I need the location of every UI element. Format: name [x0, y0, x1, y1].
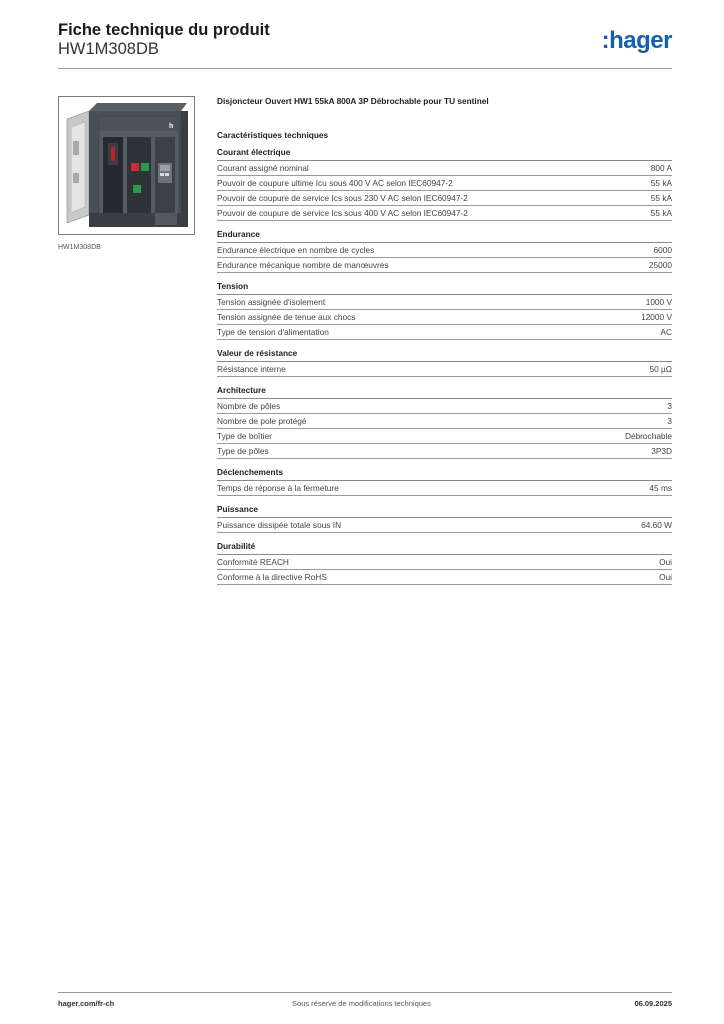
page-title: Fiche technique du produit — [58, 21, 270, 39]
spec-value: 25000 — [648, 260, 672, 270]
svg-text:h: h — [169, 123, 173, 130]
group-title: Valeur de résistance — [217, 340, 672, 362]
group-title: Courant électrique — [217, 148, 672, 161]
spec-label: Pouvoir de coupure de service Ics sous 4… — [217, 208, 468, 218]
spec-value: 3P3D — [651, 446, 672, 456]
spec-row: Pouvoir de coupure ultime Icu sous 400 V… — [217, 176, 672, 191]
spec-label: Pouvoir de coupure de service Ics sous 2… — [217, 193, 468, 203]
spec-row: Tension assignée d'isolement 1000 V — [217, 295, 672, 310]
spec-value: 3 — [667, 416, 672, 426]
spec-value: 45 ms — [649, 483, 672, 493]
spec-label: Type de tension d'alimentation — [217, 327, 329, 337]
footer-date: 06.09.2025 — [634, 999, 672, 1008]
footer-disclaimer: Sous réserve de modifications techniques — [292, 999, 431, 1008]
spec-label: Résistance interne — [217, 364, 286, 374]
spec-row: Nombre de pole protégé 3 — [217, 414, 672, 429]
spec-value: Oui — [659, 572, 672, 582]
hager-logo: :hager — [601, 27, 673, 54]
spec-label: Conforme à la directive RoHS — [217, 572, 327, 582]
spec-row: Nombre de pôles 3 — [217, 399, 672, 414]
spec-value: Débrochable — [624, 431, 672, 441]
group-title: Endurance — [217, 221, 672, 243]
group-title: Déclenchements — [217, 459, 672, 481]
spec-value: 55 kA — [650, 208, 672, 218]
spec-label: Puissance dissipée totale sous IN — [217, 520, 342, 530]
section-title: Caractéristiques techniques — [217, 130, 329, 140]
product-reference: HW1M308DB — [58, 40, 159, 58]
spec-row: Endurance mécanique nombre de manœuvres 2… — [217, 258, 672, 273]
header-divider — [58, 68, 672, 69]
spec-label: Temps de réponse à la fermeture — [217, 483, 339, 493]
spec-value: 3 — [667, 401, 672, 411]
spec-row: Conforme à la directive RoHS Oui — [217, 570, 672, 585]
spec-label: Type de pôles — [217, 446, 269, 456]
spec-value: 12000 V — [641, 312, 672, 322]
spec-label: Nombre de pole protégé — [217, 416, 307, 426]
circuit-breaker-illustration: h — [66, 103, 188, 227]
spec-value: 800 A — [650, 163, 672, 173]
spec-value: 1000 V — [645, 297, 672, 307]
group-title: Durabilité — [217, 533, 672, 555]
spec-label: Pouvoir de coupure ultime Icu sous 400 V… — [217, 178, 453, 188]
spec-value: 6000 — [653, 245, 672, 255]
spec-row: Puissance dissipée totale sous IN 64.60 W — [217, 518, 672, 533]
spec-row: Conformité REACH Oui — [217, 555, 672, 570]
spec-row: Type de pôles 3P3D — [217, 444, 672, 459]
group-title: Tension — [217, 273, 672, 295]
spec-sheet: Disjoncteur Ouvert HW1 55kA 800A 3P Débr… — [217, 96, 672, 585]
spec-label: Endurance électrique en nombre de cycles — [217, 245, 375, 255]
spec-label: Endurance mécanique nombre de manœuvres — [217, 260, 389, 270]
spec-label: Tension assignée d'isolement — [217, 297, 326, 307]
spec-row: Courant assigné nominal 800 A — [217, 161, 672, 176]
spec-row: Temps de réponse à la fermeture 45 ms — [217, 481, 672, 496]
spec-label: Tension assignée de tenue aux chocs — [217, 312, 356, 322]
spec-value: 64.60 W — [641, 520, 672, 530]
product-image: h — [58, 96, 195, 235]
product-name: Disjoncteur Ouvert HW1 55kA 800A 3P Débr… — [217, 96, 489, 106]
spec-row: Type de tension d'alimentation AC — [217, 325, 672, 340]
spec-row: Type de boîtier Débrochable — [217, 429, 672, 444]
spec-label: Courant assigné nominal — [217, 163, 309, 173]
group-title: Puissance — [217, 496, 672, 518]
spec-value: 55 kA — [650, 178, 672, 188]
spec-row: Résistance interne 50 µΩ — [217, 362, 672, 377]
footer-website: hager.com/fr-ch — [58, 999, 115, 1008]
footer-divider — [58, 992, 672, 993]
spec-row: Pouvoir de coupure de service Ics sous 4… — [217, 206, 672, 221]
spec-row: Pouvoir de coupure de service Ics sous 2… — [217, 191, 672, 206]
spec-row: Tension assignée de tenue aux chocs 12000… — [217, 310, 672, 325]
spec-label: Type de boîtier — [217, 431, 272, 441]
spec-value: 55 kA — [650, 193, 672, 203]
spec-value: 50 µΩ — [649, 364, 672, 374]
spec-label: Conformité REACH — [217, 557, 289, 567]
spec-value: Oui — [659, 557, 672, 567]
spec-label: Nombre de pôles — [217, 401, 281, 411]
spec-row: Endurance électrique en nombre de cycles… — [217, 243, 672, 258]
spec-value: AC — [660, 327, 672, 337]
image-caption: HW1M308DB — [58, 244, 101, 251]
group-title: Architecture — [217, 377, 672, 399]
